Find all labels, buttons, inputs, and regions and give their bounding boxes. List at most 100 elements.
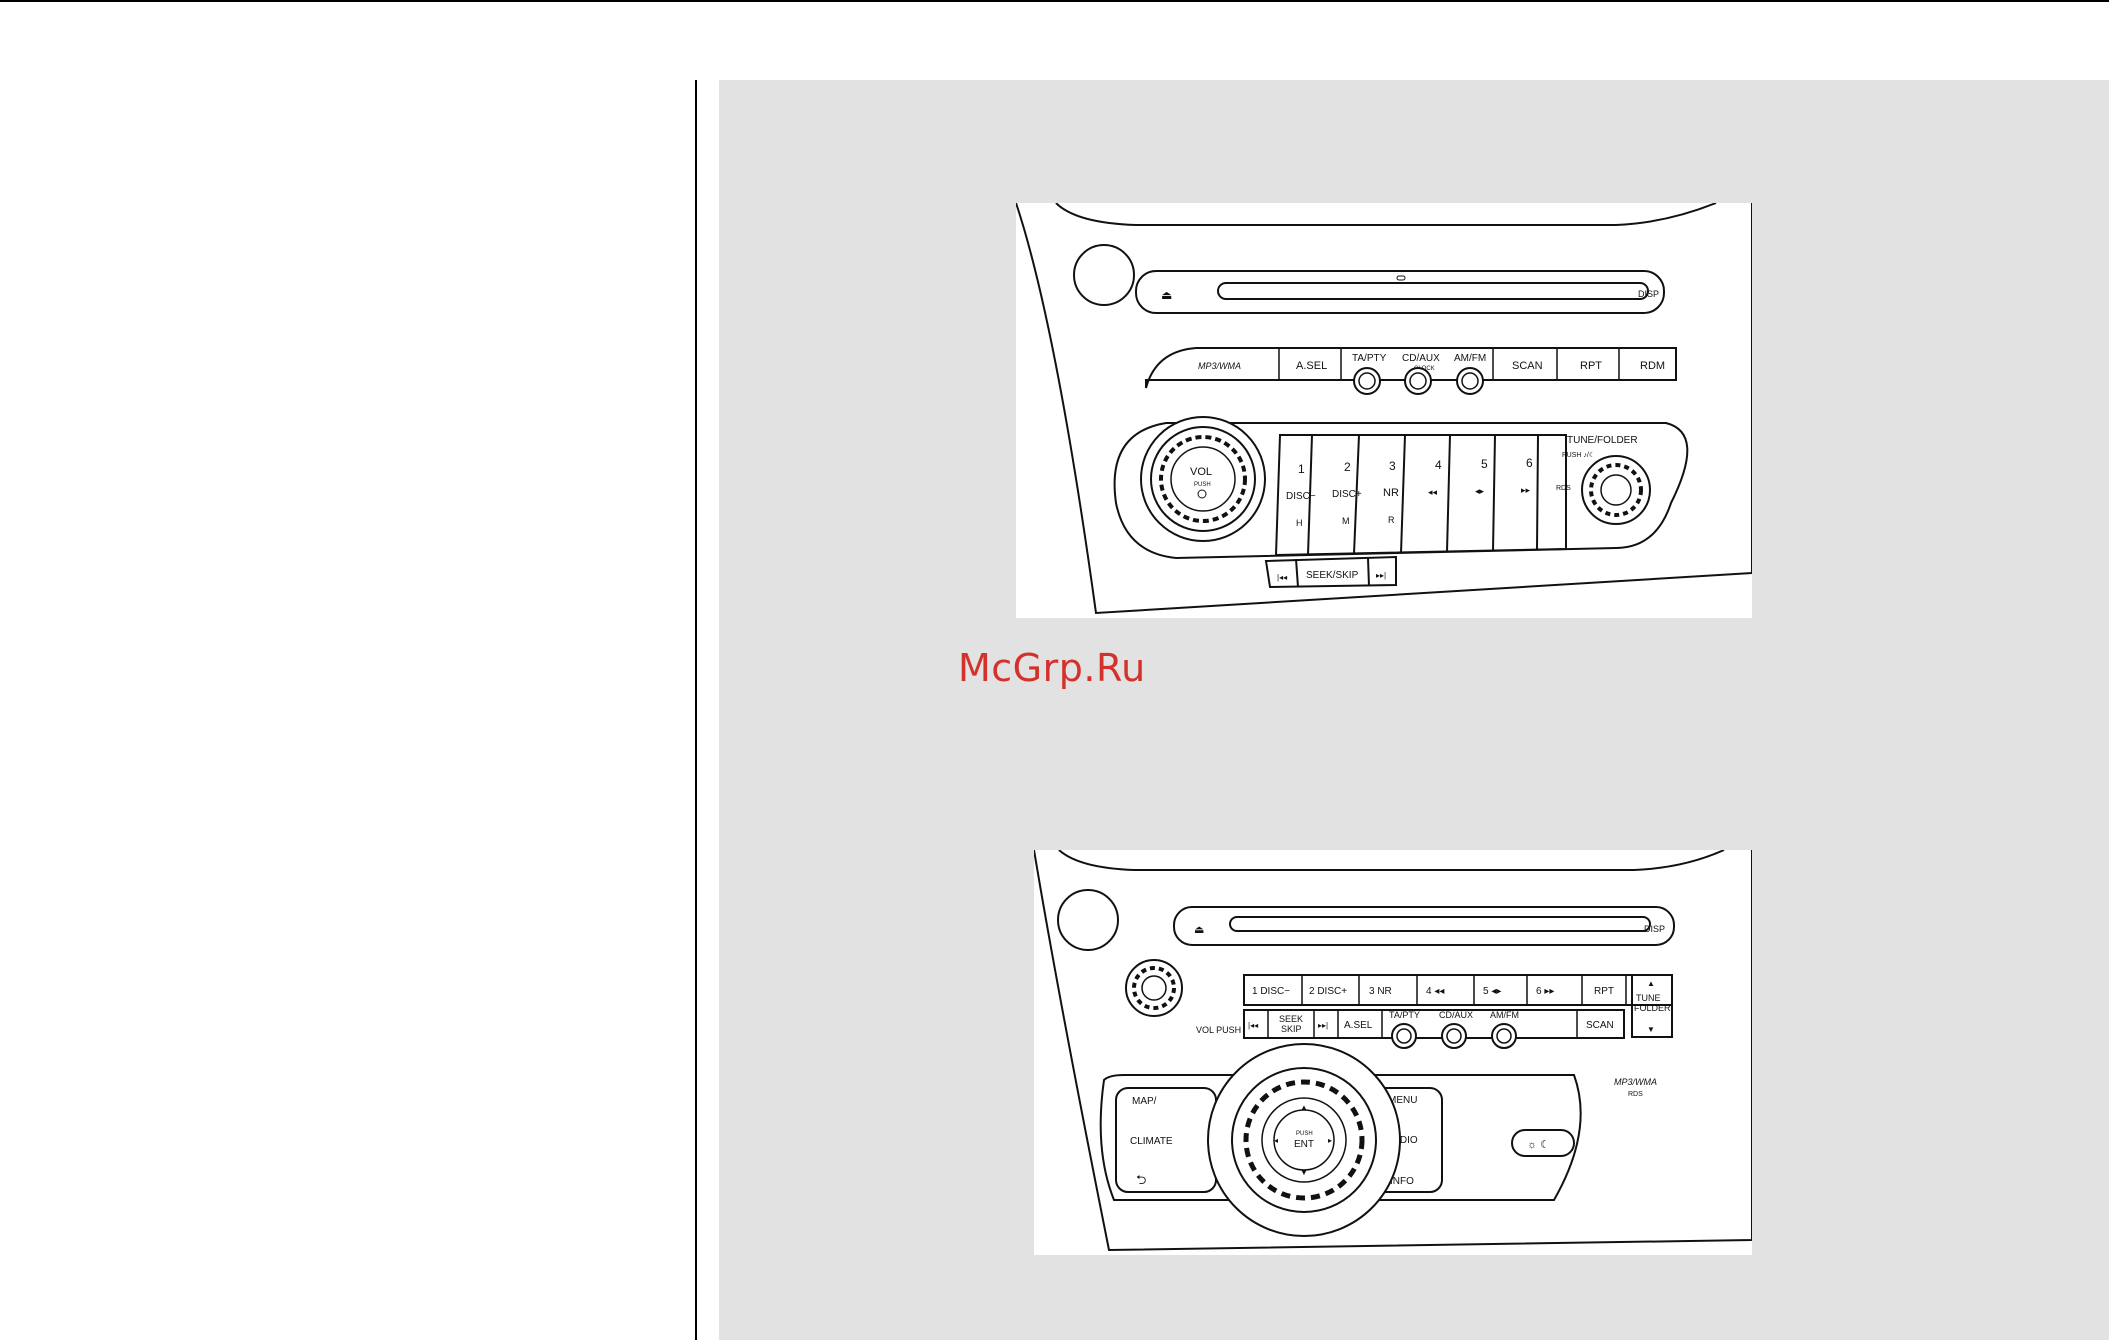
tune-folder-label: TUNE/FOLDER	[1567, 435, 1638, 446]
power-icon	[1197, 489, 1207, 499]
button-row	[1145, 347, 1677, 389]
preset-2[interactable]: 2 DISC+ M	[1332, 460, 1362, 526]
scan-button[interactable]: SCAN	[1512, 360, 1543, 372]
tune-push-label: PUSH ♪/☾	[1562, 451, 1595, 459]
function-row	[1243, 1009, 1625, 1039]
eject-icon[interactable]: ⏏	[1194, 924, 1204, 936]
day-night-icon: ☼ ☾	[1527, 1139, 1550, 1151]
day-night-button[interactable]	[1511, 1129, 1575, 1157]
top-rule	[0, 0, 2109, 2]
next-track-icon[interactable]: ▸▸|	[1376, 571, 1386, 580]
back-icon[interactable]: ⮌	[1136, 1172, 1146, 1187]
eject-icon[interactable]: ⏏	[1161, 288, 1172, 302]
svg-text:M: M	[1342, 516, 1350, 526]
svg-text:NR: NR	[1383, 487, 1399, 499]
navigation-panel	[1099, 1074, 1582, 1201]
disp-button-label[interactable]: DISP	[1638, 289, 1659, 299]
next-track-icon[interactable]: ▸▸|	[1318, 1021, 1328, 1030]
cd-aux-label: CD/AUX	[1439, 1010, 1473, 1020]
svg-text:1: 1	[1298, 462, 1305, 476]
prev-track-icon[interactable]: |◂◂	[1277, 573, 1287, 582]
preset-1[interactable]: 1 DISC−	[1252, 986, 1290, 997]
vol-push-label: PUSH	[1194, 482, 1211, 488]
cd-slot-bezel	[1135, 270, 1665, 314]
svg-text:DISC+: DISC+	[1332, 489, 1362, 500]
preset-1[interactable]: 1 DISC− H	[1286, 462, 1316, 528]
vol-push-label: VOL PUSH	[1196, 1025, 1241, 1035]
am-fm-label: AM/FM	[1490, 1010, 1519, 1020]
preset-2[interactable]: 2 DISC+	[1309, 986, 1347, 997]
tune-folder-rocker[interactable]	[1631, 974, 1673, 1038]
dial-left-icon[interactable]: ◂	[1274, 1136, 1278, 1145]
ta-pty-button[interactable]	[1353, 367, 1381, 395]
prev-track-icon[interactable]: |◂◂	[1248, 1021, 1258, 1030]
svg-text:5: 5	[1481, 457, 1488, 471]
rpt-button[interactable]: RPT	[1594, 986, 1614, 997]
vol-label: VOL	[1190, 466, 1212, 478]
column-divider	[695, 80, 697, 1340]
a-sel-button[interactable]: A.SEL	[1344, 1020, 1373, 1031]
knob-recess	[1073, 244, 1135, 306]
audio-unit-diagram-a: ⏏ DISP MP3/WMA A.SEL TA/PTY CD/AUX CLOCK…	[1016, 203, 1752, 618]
control-panel	[1113, 422, 1689, 560]
preset-5[interactable]: 5 ◂▸	[1475, 457, 1488, 496]
mp3-wma-label: MP3/WMA	[1198, 361, 1241, 371]
ta-pty-button[interactable]	[1391, 1023, 1417, 1049]
cd-slot	[1217, 282, 1649, 300]
preset-3[interactable]: 3 NR R	[1383, 459, 1399, 525]
preset-5[interactable]: 5 ◂▸	[1483, 986, 1501, 997]
preset-6[interactable]: 6 ▸▸	[1536, 986, 1554, 997]
cd-aux-button[interactable]	[1441, 1023, 1467, 1049]
tune-label: TUNE	[1636, 993, 1661, 1003]
disp-button-label[interactable]: DISP	[1644, 924, 1665, 934]
svg-text:2: 2	[1344, 460, 1351, 474]
folder-label: FOLDER	[1634, 1003, 1671, 1013]
a-sel-button[interactable]: A.SEL	[1296, 360, 1327, 372]
audio-unit-diagram-b: ⏏ DISP 1 DISC− 2 DISC+ 3 NR 4 ◂◂ 5 ◂▸ 6 …	[1034, 850, 1752, 1255]
knob-recess	[1057, 889, 1119, 951]
tune-up-icon[interactable]: ▲	[1647, 979, 1655, 988]
rds-label: RDS	[1628, 1091, 1643, 1098]
scan-button[interactable]: SCAN	[1586, 1020, 1614, 1031]
menu-button[interactable]: MENU	[1388, 1095, 1417, 1106]
svg-text:H: H	[1296, 518, 1303, 528]
rds-label: RDS	[1556, 485, 1571, 492]
rdm-button[interactable]: RDM	[1640, 360, 1665, 372]
ta-pty-label: TA/PTY	[1352, 353, 1387, 364]
preset-4[interactable]: 4 ◂◂	[1426, 986, 1444, 997]
preset-3[interactable]: 3 NR	[1369, 986, 1392, 997]
cd-slot	[1229, 916, 1651, 932]
svg-text:◂◂: ◂◂	[1428, 487, 1438, 497]
rpt-button[interactable]: RPT	[1580, 360, 1602, 372]
cd-aux-label: CD/AUX	[1402, 353, 1440, 364]
seek-label: SEEK	[1279, 1014, 1303, 1024]
svg-text:DISC−: DISC−	[1286, 491, 1316, 502]
dial-right-icon[interactable]: ▸	[1328, 1136, 1332, 1145]
info-button[interactable]: INFO	[1390, 1176, 1414, 1187]
seek-skip-label: SEEK/SKIP	[1306, 570, 1359, 581]
am-fm-label: AM/FM	[1454, 353, 1486, 364]
climate-button[interactable]: CLIMATE	[1130, 1136, 1173, 1147]
svg-text:◂▸: ◂▸	[1475, 486, 1485, 496]
svg-text:▸▸: ▸▸	[1521, 485, 1531, 495]
cd-slot-bezel	[1173, 906, 1675, 946]
dial-down-icon[interactable]: ▼	[1300, 1168, 1308, 1177]
preset-6[interactable]: 6 ▸▸	[1521, 456, 1533, 495]
svg-text:6: 6	[1526, 456, 1533, 470]
dial-up-icon[interactable]: ▲	[1300, 1103, 1308, 1112]
tune-down-icon[interactable]: ▼	[1647, 1025, 1655, 1034]
mp3-wma-label: MP3/WMA	[1614, 1077, 1657, 1087]
svg-text:3: 3	[1389, 459, 1396, 473]
watermark: McGrp.Ru	[958, 646, 1146, 690]
svg-text:R: R	[1388, 515, 1395, 525]
skip-label: SKIP	[1281, 1024, 1302, 1034]
ta-pty-label: TA/PTY	[1389, 1010, 1420, 1020]
am-fm-button[interactable]	[1456, 367, 1484, 395]
cd-aux-button[interactable]	[1404, 367, 1432, 395]
svg-text:4: 4	[1435, 458, 1442, 472]
am-fm-button[interactable]	[1491, 1023, 1517, 1049]
audio-button[interactable]: AUDIO	[1386, 1135, 1418, 1146]
preset-4[interactable]: 4 ◂◂	[1428, 458, 1442, 497]
ent-button[interactable]: ENT	[1294, 1139, 1314, 1150]
map-button[interactable]: MAP/	[1132, 1096, 1157, 1107]
